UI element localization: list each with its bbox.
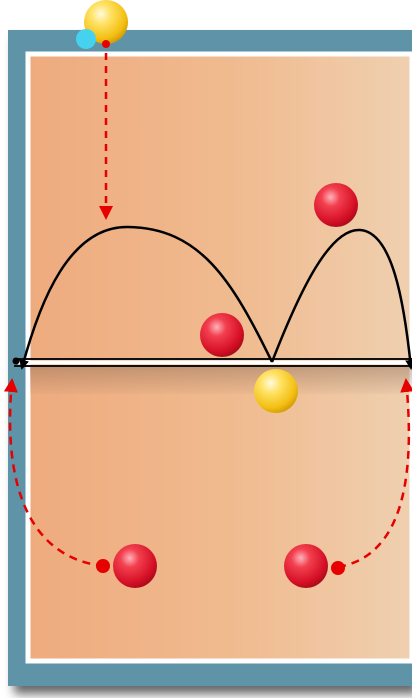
cyan-marker: [76, 29, 96, 49]
yellow-player-token: [84, 0, 128, 44]
red-left-run-arrow: [3, 378, 105, 568]
player-red-bottom-left[interactable]: [113, 544, 157, 588]
player-yellow-center[interactable]: [254, 369, 298, 413]
court-boundary-line: [25, 51, 412, 664]
player-red-center[interactable]: [200, 313, 244, 357]
player-yellow-top[interactable]: [76, 0, 128, 49]
player-red-bottom-right[interactable]: [284, 544, 328, 588]
court-surface: [28, 54, 412, 661]
ball-arc-right: [270, 228, 412, 370]
player-red-top-right[interactable]: [314, 183, 358, 227]
net: [12, 357, 412, 367]
red-right-run-arrow: [337, 378, 412, 569]
net-post-left: [12, 357, 20, 365]
yellow-run-start-dot: [102, 40, 110, 48]
red-right-run-start-dot: [331, 561, 345, 575]
red-left-run-start-dot: [96, 559, 110, 573]
net-shadow: [30, 366, 412, 394]
ball-arc-left: [19, 225, 274, 370]
